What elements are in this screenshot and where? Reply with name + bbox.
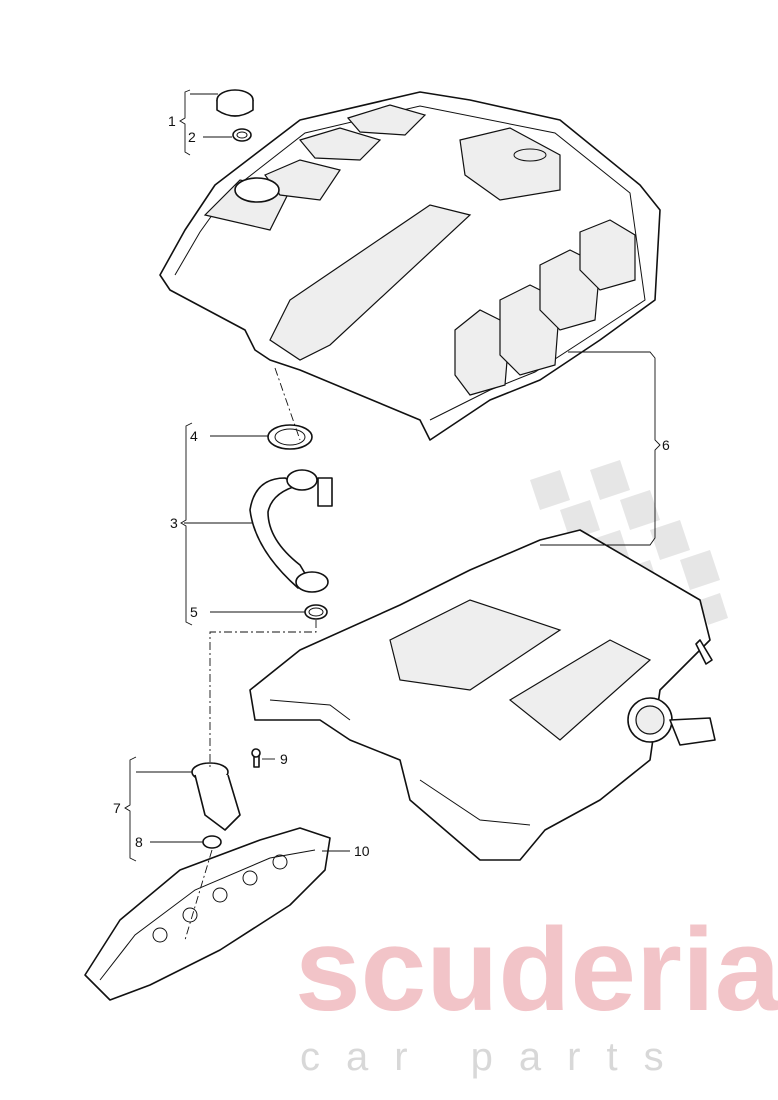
- watermark-brand: scuderia: [295, 904, 778, 1036]
- breather-hose: [249, 424, 333, 620]
- engine-cover: [159, 91, 661, 441]
- intake-manifold: [249, 529, 716, 861]
- label-4: 4: [190, 428, 198, 444]
- label-3: 3: [170, 515, 178, 531]
- assembly-line: [274, 367, 301, 441]
- connector-part-7: [191, 748, 261, 849]
- oil-filler-cap: [216, 89, 254, 142]
- label-7: 7: [113, 800, 121, 816]
- assembly-line: [209, 620, 317, 770]
- label-10: 10: [354, 843, 370, 859]
- label-2: 2: [188, 129, 196, 145]
- watermark: scuderia car parts: [295, 904, 778, 1079]
- label-6: 6: [662, 437, 670, 453]
- cylinder-head-cover: [84, 827, 331, 1001]
- label-8: 8: [135, 834, 143, 850]
- leader-lines: [124, 89, 661, 862]
- label-5: 5: [190, 604, 198, 620]
- label-9: 9: [280, 751, 288, 767]
- watermark-subtitle: car parts: [300, 1035, 690, 1079]
- label-1: 1: [168, 113, 176, 129]
